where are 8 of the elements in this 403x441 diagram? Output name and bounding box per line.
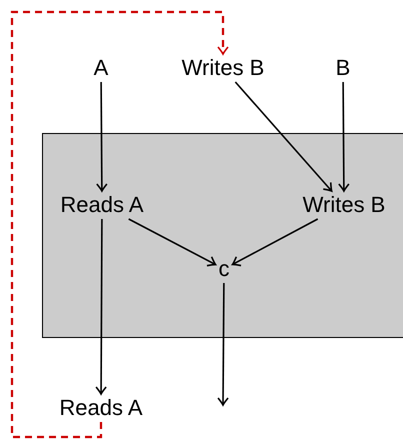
node-label: B: [334, 54, 352, 82]
node-label: A: [92, 54, 110, 82]
node-label: Writes B: [302, 191, 386, 219]
node-label: Reads A: [59, 191, 145, 219]
node-label: Writes B: [180, 54, 266, 82]
node-label: c: [218, 255, 230, 283]
node-label: Reads A: [58, 394, 144, 422]
shaded-region: [42, 133, 403, 338]
